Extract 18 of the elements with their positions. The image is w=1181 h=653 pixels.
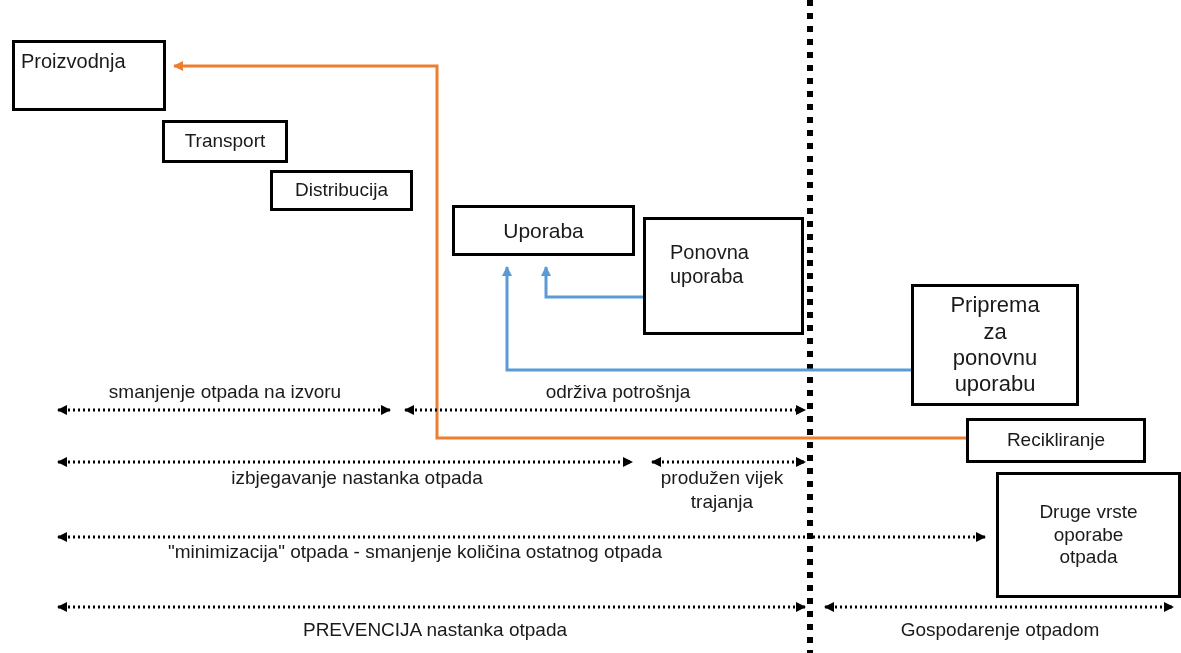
process-box: Priprema za ponovnu uporabu xyxy=(911,284,1079,406)
process-box: Transport xyxy=(162,120,288,163)
span-label: PREVENCIJA nastanka otpada xyxy=(301,618,568,642)
process-box: Uporaba xyxy=(452,205,635,256)
arrow xyxy=(502,266,911,372)
span-label: "minimizacija" otpada - smanjenje količina ostatnog otpada xyxy=(166,540,663,564)
span-label: izbjegavanje nastanka otpada xyxy=(230,466,484,490)
process-box: Druge vrste oporabe otpada xyxy=(996,472,1181,598)
process-box: Recikliranje xyxy=(966,418,1146,463)
span-label: održiva potrošnja xyxy=(544,380,692,404)
span-label: Gospodarenje otpadom xyxy=(899,618,1101,642)
span-label: produžen vijek trajanja xyxy=(659,466,785,514)
process-box: Ponovna uporaba xyxy=(643,217,804,335)
process-box: Proizvodnja xyxy=(12,40,166,111)
span-label: smanjenje otpada na izvoru xyxy=(107,380,343,404)
arrow xyxy=(541,266,643,299)
process-box: Distribucija xyxy=(270,170,413,211)
arrow xyxy=(173,61,966,440)
